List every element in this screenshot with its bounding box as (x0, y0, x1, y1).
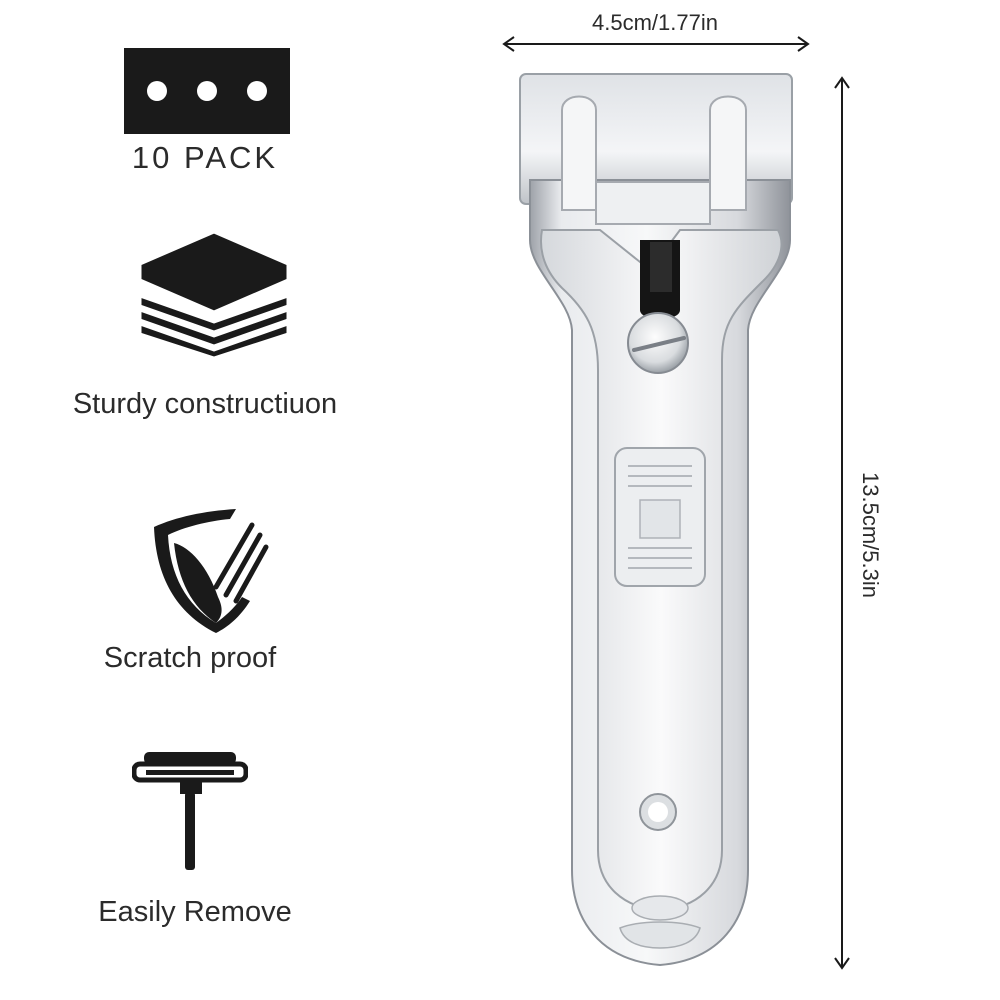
pack-count-label: 10 PACK (131, 140, 279, 175)
height-dimension-arrow (832, 74, 852, 974)
stack-layers-icon (136, 230, 292, 360)
razor-scraper-image (500, 60, 820, 980)
easily-remove-label: Easily Remove (98, 896, 292, 928)
width-dimension-arrow (500, 34, 812, 54)
scratch-proof-label: Scratch proof (103, 642, 277, 674)
blade-icon (124, 48, 290, 134)
shield-icon (146, 505, 272, 635)
height-dimension-label: 13.5cm/5.3in (858, 472, 883, 598)
sturdy-construction-label: Sturdy constructiuon (72, 388, 338, 420)
width-dimension-label: 4.5cm/1.77in (592, 10, 718, 35)
scraper-tool-icon (132, 748, 248, 872)
